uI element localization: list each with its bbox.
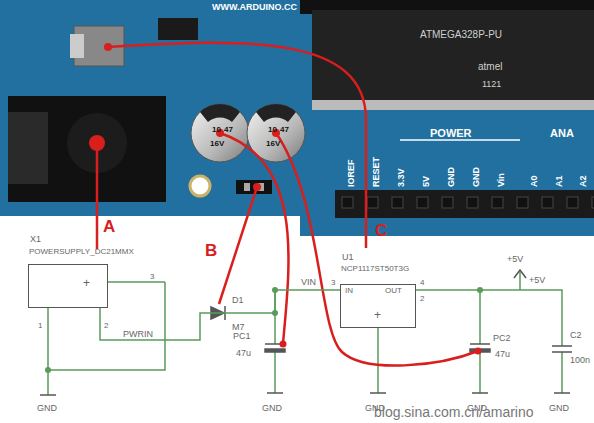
pin-label: A1: [555, 175, 564, 187]
ground-label: GND: [262, 404, 282, 413]
schematic-symbols: [40, 270, 572, 395]
part-value: 47u: [495, 350, 510, 359]
callout-letter: A: [103, 218, 115, 235]
capacitor-text: 47: [224, 126, 233, 134]
pin-label: 3.3V: [397, 168, 406, 187]
part-value: M7: [232, 323, 245, 332]
callout-letter: C: [375, 222, 387, 239]
supply-label: +5V: [528, 276, 546, 285]
pin-number: 3: [331, 279, 335, 287]
callout-lines: [97, 43, 478, 366]
ground-label: GND: [549, 404, 569, 413]
chip-text: atmel: [478, 62, 502, 72]
chip-text: 1121: [482, 80, 501, 89]
pin-name: +: [374, 309, 381, 321]
pin-label: IOREF: [347, 159, 356, 187]
connector-box: X1POWERSUPPLY_DC21MMX+: [28, 264, 108, 308]
callout-dots: [89, 43, 482, 355]
header-strip: [300, 0, 594, 218]
part-name: PC2: [493, 334, 511, 343]
jumper: [236, 180, 272, 194]
net-label: PWRIN: [122, 330, 154, 339]
small-ic: [158, 18, 198, 40]
part-heading: X1: [30, 235, 41, 244]
part-value: 100n: [570, 356, 590, 365]
capacitor-text: 10: [212, 126, 221, 134]
part-heading: NCP1117ST50T3G: [341, 265, 409, 273]
junction-dot: [272, 287, 278, 293]
capacitor-text: 16V: [210, 140, 224, 148]
pin-name: OUT: [385, 287, 402, 295]
arduino-board: [0, 0, 594, 236]
board-text: WWW.ARDUINO.CC: [212, 3, 297, 12]
capacitor-text: 47: [280, 126, 289, 134]
pin-name: IN: [345, 287, 353, 295]
ground-label: GND: [37, 404, 57, 413]
regulator-box: U1NCP1117ST50T3GINOUT+: [340, 284, 416, 328]
capacitor-text: 10: [268, 126, 277, 134]
net-label: VIN: [300, 278, 317, 287]
part-heading: POWERSUPPLY_DC21MMX: [29, 248, 134, 256]
part-heading: U1: [342, 253, 354, 262]
pin-number: 2: [420, 295, 424, 303]
part-name: D1: [232, 296, 244, 305]
part-name: C2: [570, 331, 582, 340]
pin-label: GND: [447, 167, 456, 187]
part-value: 47u: [236, 349, 251, 358]
junction-dots: [45, 287, 483, 373]
pin-label: Vin: [497, 173, 506, 187]
atmega-chip: [312, 10, 594, 110]
pin-name: +: [83, 277, 90, 289]
pin-label: 5V: [422, 176, 431, 187]
schematic-wires: [48, 272, 562, 395]
dc-jack: [8, 96, 166, 202]
pin-label: A2: [579, 175, 588, 187]
pin-number: 1: [38, 322, 42, 330]
silkscreen-text: ANA: [550, 128, 574, 139]
chip-text: ATMEGA328P-PU: [420, 30, 502, 40]
watermark: blog.sina.com.cn/amarino: [374, 405, 534, 419]
pin-label: GND: [472, 167, 481, 187]
supply-label: +5V: [506, 255, 524, 264]
capacitor-text: 16V: [266, 140, 280, 148]
silkscreen-text: POWER: [430, 128, 472, 139]
pin-number: 3: [150, 273, 154, 281]
pin-label: RESET: [372, 157, 381, 187]
pin-number: 2: [104, 322, 108, 330]
callout-letter: B: [205, 242, 217, 259]
part-name: PC1: [233, 332, 251, 341]
pin-number: 4: [420, 279, 424, 287]
wire: [100, 290, 340, 340]
pin-label: A0: [530, 175, 539, 187]
